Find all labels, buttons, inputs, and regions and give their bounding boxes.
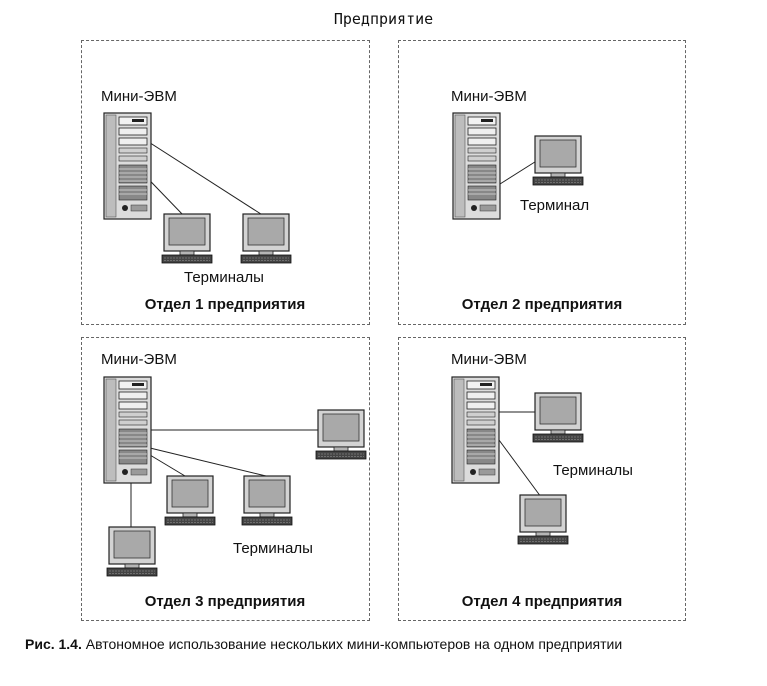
figure-number: Рис. 1.4. bbox=[25, 636, 82, 652]
department-4 bbox=[451, 376, 584, 545]
dept4-title: Отдел 4 предприятия bbox=[461, 593, 623, 610]
mini-computer-icon bbox=[103, 112, 152, 220]
dept2-title: Отдел 2 предприятия bbox=[461, 296, 623, 313]
department-2-frame bbox=[398, 40, 686, 325]
enterprise-title: Предприятие bbox=[333, 10, 434, 28]
figure-caption: Рис. 1.4. Автономное использование неско… bbox=[25, 636, 622, 652]
department-1-frame bbox=[81, 40, 370, 325]
dept1-title: Отдел 1 предприятия bbox=[144, 296, 306, 313]
terminal-icon bbox=[164, 475, 216, 526]
cable bbox=[499, 159, 539, 185]
department-2 bbox=[452, 112, 584, 220]
dept3-title: Отдел 3 предприятия bbox=[144, 593, 306, 610]
dept3-terminals-label: Терминалы bbox=[233, 540, 313, 557]
dept4-terminals-label: Терминалы bbox=[553, 462, 633, 479]
terminal-icon bbox=[532, 135, 584, 186]
terminal-icon bbox=[241, 475, 293, 526]
terminal-icon bbox=[532, 392, 584, 443]
department-1 bbox=[103, 112, 292, 264]
terminal-icon bbox=[106, 526, 158, 577]
department-3 bbox=[103, 376, 367, 577]
dept3-server-label: Мини-ЭВМ bbox=[101, 351, 177, 368]
dept4-server-label: Мини-ЭВМ bbox=[451, 351, 527, 368]
figure-caption-text: Автономное использование нескольких мини… bbox=[85, 636, 623, 652]
dept1-server-label: Мини-ЭВМ bbox=[101, 88, 177, 105]
terminal-icon bbox=[315, 409, 367, 460]
dept2-server-label: Мини-ЭВМ bbox=[451, 88, 527, 105]
cable bbox=[149, 454, 186, 477]
cable bbox=[149, 447, 267, 477]
dept1-terminals-label: Терминалы bbox=[184, 269, 264, 286]
department-4-frame bbox=[398, 337, 686, 621]
terminal-icon bbox=[161, 213, 213, 264]
terminal-icon bbox=[517, 494, 569, 545]
mini-computer-icon bbox=[103, 376, 152, 484]
department-3-frame bbox=[81, 337, 370, 621]
cable bbox=[498, 439, 542, 498]
dept2-terminal-label: Терминал bbox=[520, 197, 590, 214]
terminal-icon bbox=[240, 213, 292, 264]
mini-computer-icon bbox=[451, 376, 500, 484]
mini-computer-icon bbox=[452, 112, 501, 220]
cable bbox=[129, 129, 265, 217]
